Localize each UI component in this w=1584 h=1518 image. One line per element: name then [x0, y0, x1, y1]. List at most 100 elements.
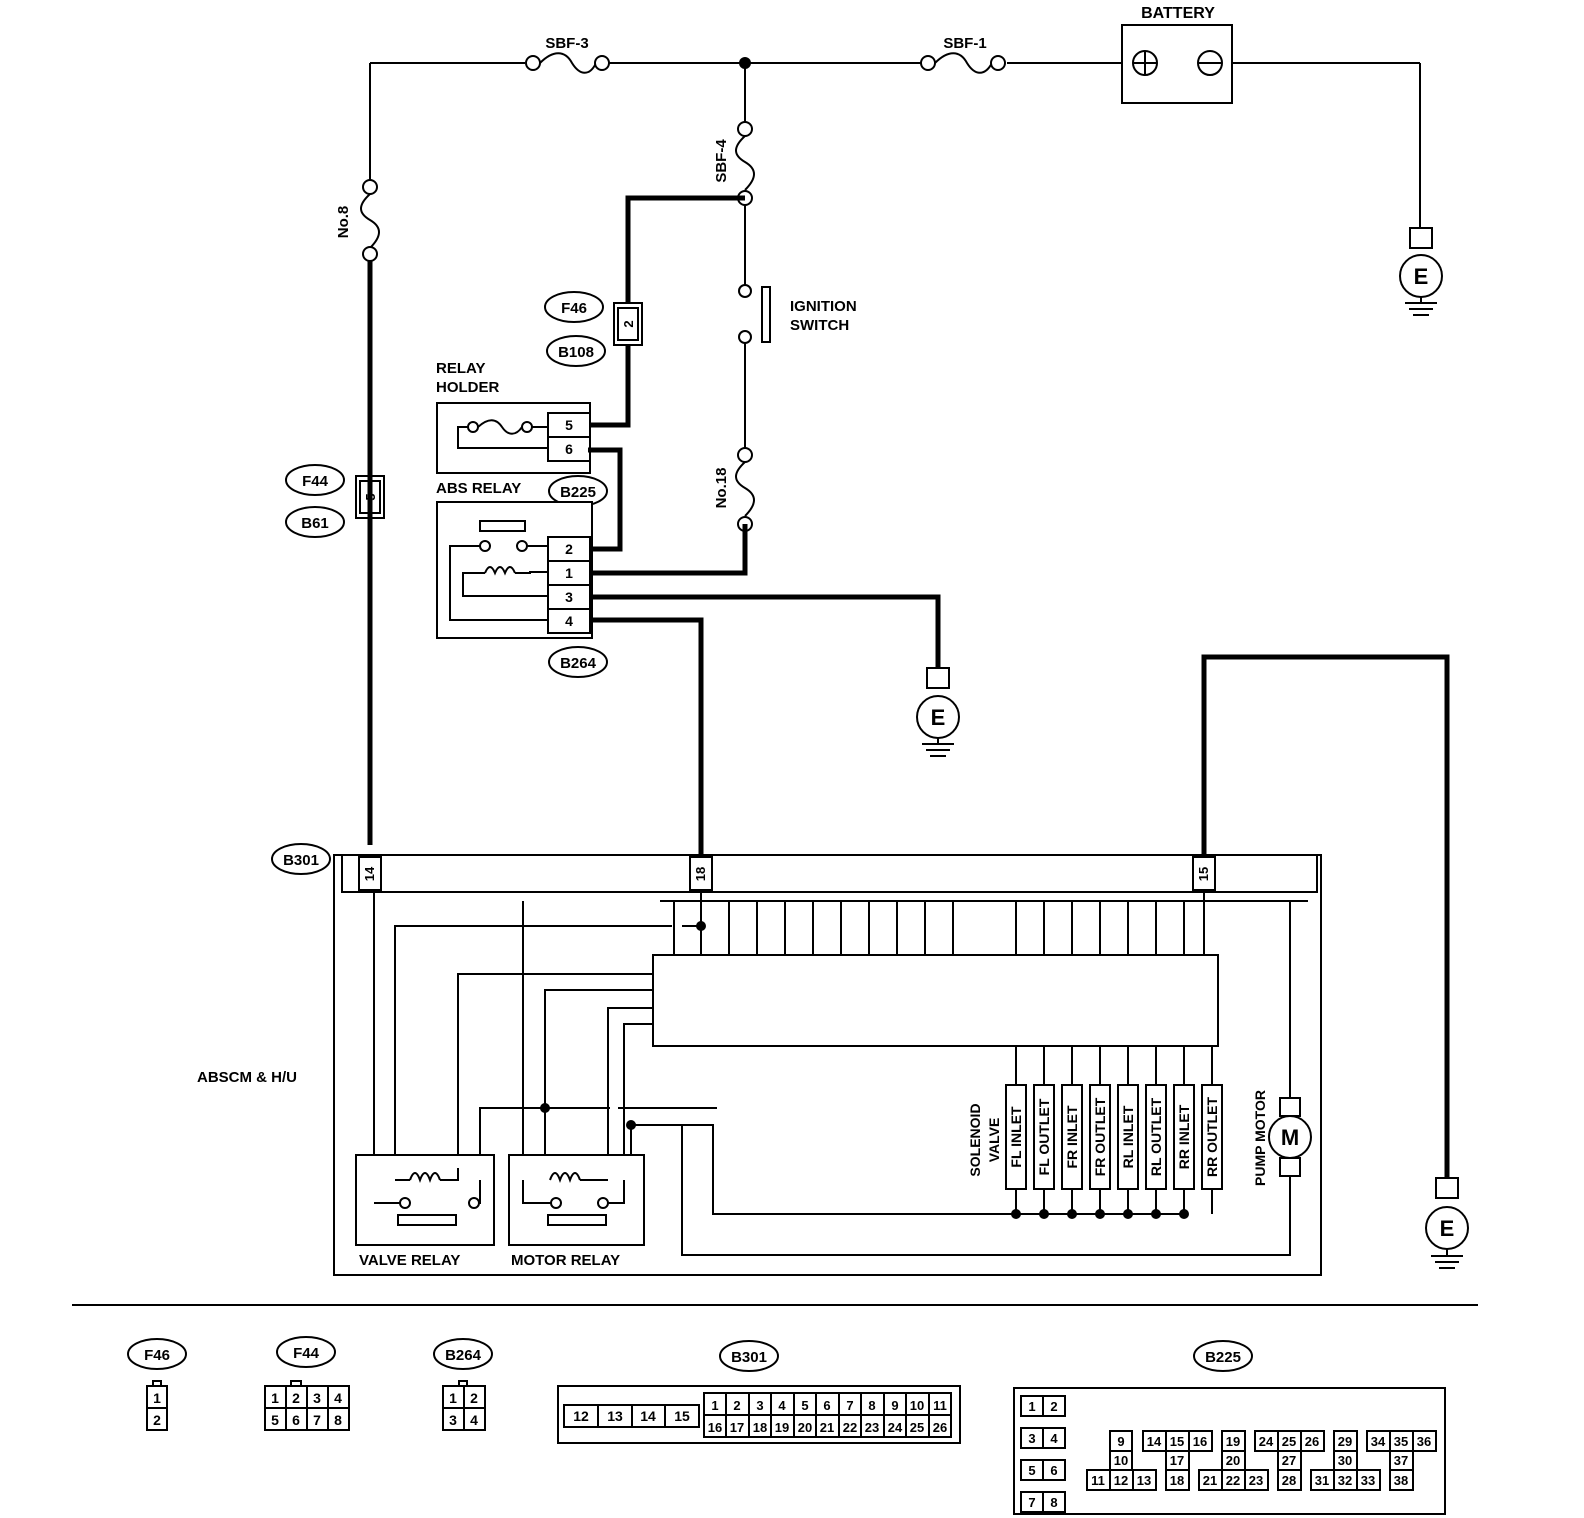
legend-pin: 23 — [865, 1420, 879, 1435]
solenoid-valve-label: FL OUTLET — [1036, 1098, 1052, 1175]
legend-pin: 7 — [313, 1412, 321, 1428]
legend-pin: 29 — [1338, 1434, 1352, 1449]
solenoid-valve: RL OUTLET — [1145, 1046, 1167, 1219]
legend-pin: 3 — [1028, 1431, 1035, 1446]
pin-label: 4 — [565, 613, 573, 629]
legend-pin: 12 — [573, 1408, 589, 1424]
legend-pin: 35 — [1394, 1434, 1408, 1449]
wire — [590, 524, 748, 576]
legend-pin: 14 — [1147, 1434, 1162, 1449]
connector-b301-oval — [271, 843, 331, 875]
legend-pin: 4 — [334, 1390, 342, 1406]
solenoid-valve-label: FL INLET — [1008, 1106, 1024, 1168]
legend-pin: 36 — [1417, 1434, 1431, 1449]
abs-relay: ABS RELAY B225 2 1 3 4 B264 — [436, 475, 608, 678]
legend-pin: 18 — [753, 1420, 767, 1435]
legend-pin: 8 — [868, 1398, 875, 1413]
legend-pin: 14 — [640, 1408, 656, 1424]
ground-symbol: E — [1399, 227, 1443, 316]
pump-motor-label: PUMP MOTOR — [1252, 1090, 1268, 1186]
legend-pin: 30 — [1338, 1453, 1352, 1468]
legend-pin: 5 — [801, 1398, 808, 1413]
relay-holder-label-1: RELAY — [436, 360, 485, 377]
fuse-sbf4-label: SBF-4 — [713, 139, 730, 183]
legend-pin: 17 — [730, 1420, 744, 1435]
legend-pin: 3 — [449, 1412, 457, 1428]
solenoid-label-1: SOLENOID — [967, 1103, 983, 1176]
solenoid-label-2: VALVE — [986, 1118, 1002, 1163]
relay-holder: RELAY HOLDER 5 6 — [436, 360, 591, 474]
connector-label: B61 — [301, 515, 329, 532]
legend-pin: 2 — [1050, 1399, 1057, 1414]
legend-pin: 13 — [1137, 1473, 1151, 1488]
pump-motor: M PUMP MOTOR — [1252, 1090, 1312, 1186]
motor-label: M — [1281, 1125, 1299, 1150]
pin-label: 3 — [565, 589, 573, 605]
legend-pin: 2 — [153, 1412, 161, 1428]
solenoid-valve-label: RR OUTLET — [1204, 1097, 1220, 1178]
solenoid-valve-label: RL INLET — [1120, 1105, 1136, 1168]
ground-label: E — [1414, 264, 1429, 289]
legend-pin: 15 — [674, 1408, 690, 1424]
legend-pin: 33 — [1361, 1473, 1375, 1488]
legend-pin: 27 — [1282, 1453, 1296, 1468]
legend-pin: 25 — [910, 1420, 924, 1435]
legend-pin: 2 — [292, 1390, 300, 1406]
legend-pin: 1 — [153, 1390, 161, 1406]
legend-pin: 15 — [1170, 1434, 1184, 1449]
legend-label: B225 — [1205, 1349, 1241, 1366]
legend-pin: 18 — [1170, 1473, 1184, 1488]
control-unit — [652, 954, 1219, 1047]
legend-pin: 1 — [271, 1390, 279, 1406]
ground-label: E — [931, 705, 946, 730]
solenoid-valve-label: RL OUTLET — [1148, 1097, 1164, 1176]
fuse-no8-label: No.8 — [335, 206, 352, 239]
valve-relay-label: VALVE RELAY — [359, 1252, 460, 1269]
wire — [590, 594, 941, 668]
abs-relay-label: ABS RELAY — [436, 480, 521, 497]
pin-label: 2 — [621, 320, 636, 327]
legend-pin: 38 — [1394, 1473, 1408, 1488]
legend-label: F44 — [293, 1345, 320, 1362]
ground-label: E — [1440, 1216, 1455, 1241]
legend-pin: 34 — [1371, 1434, 1386, 1449]
legend-pin: 1 — [711, 1398, 718, 1413]
legend-pin: 11 — [933, 1398, 947, 1413]
legend-pin: 8 — [1050, 1495, 1057, 1510]
legend-pin: 4 — [778, 1398, 786, 1413]
legend-pin: 16 — [708, 1420, 722, 1435]
motor-relay-label: MOTOR RELAY — [511, 1252, 620, 1269]
connector-label: B301 — [283, 852, 319, 869]
connector-f44-b61: 5 F44 B61 — [285, 464, 385, 538]
legend-pin: 13 — [607, 1408, 623, 1424]
legend-pin: 20 — [798, 1420, 812, 1435]
ground-symbol: E — [916, 667, 960, 757]
legend-pin: 9 — [1117, 1434, 1124, 1449]
legend-pin: 6 — [823, 1398, 830, 1413]
pin-label: 2 — [565, 541, 573, 557]
connector-label: B264 — [560, 655, 597, 672]
legend-pin: 21 — [1203, 1473, 1217, 1488]
legend-pin: 3 — [756, 1398, 763, 1413]
legend-pin: 5 — [271, 1412, 279, 1428]
relay-holder-label-2: HOLDER — [436, 379, 500, 396]
legend-label: F46 — [144, 1347, 170, 1364]
ignition-switch: IGNITION SWITCH — [738, 284, 857, 344]
wire — [590, 617, 704, 855]
legend-pin: 21 — [820, 1420, 834, 1435]
ignition-label-2: SWITCH — [790, 317, 849, 334]
legend-b225: B225 1 2 3 4 5 6 7 8 9 10 11 12 13 14 15… — [1013, 1340, 1446, 1515]
legend-pin: 22 — [843, 1420, 857, 1435]
legend-pin: 31 — [1315, 1473, 1329, 1488]
legend-pin: 10 — [1114, 1453, 1128, 1468]
pin-label: 18 — [693, 867, 708, 881]
legend-label: B264 — [445, 1347, 482, 1364]
b301-connector-strip — [341, 854, 1318, 893]
legend-pin: 8 — [334, 1412, 342, 1428]
legend-pin: 7 — [1028, 1495, 1035, 1510]
battery-label: BATTERY — [1141, 5, 1215, 22]
wire — [588, 195, 745, 428]
legend-pin: 22 — [1226, 1473, 1240, 1488]
solenoid-valve-label: FR OUTLET — [1092, 1097, 1108, 1176]
legend-pin: 25 — [1282, 1434, 1296, 1449]
